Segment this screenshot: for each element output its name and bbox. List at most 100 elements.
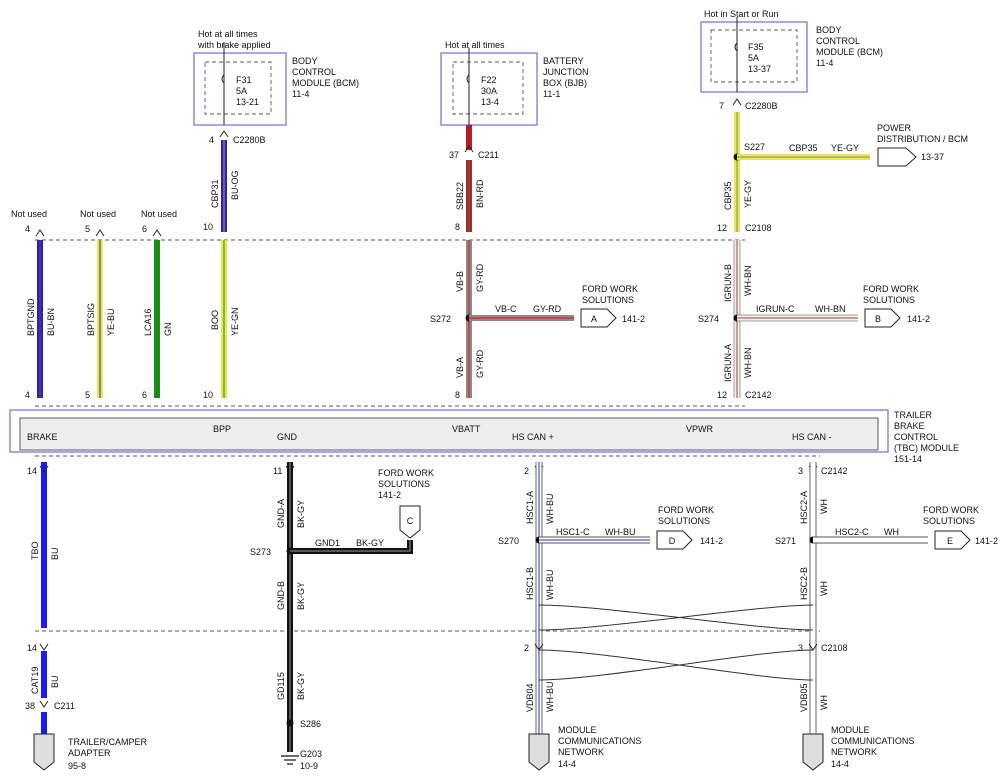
svg-text:SOLUTIONS: SOLUTIONS <box>658 516 710 526</box>
svg-text:5: 5 <box>85 224 90 234</box>
fuse-ref: 13-37 <box>748 64 771 74</box>
color-label: YE-GY <box>743 180 753 208</box>
svg-text:12: 12 <box>717 223 727 233</box>
color-label: BU <box>50 547 60 560</box>
splice-label: S271 <box>775 536 796 546</box>
twisted-pair-icon <box>538 604 814 681</box>
fuse-ref: 13-21 <box>236 97 259 107</box>
not-used-wires: Not used Not used Not used 4 5 6 <box>11 209 177 237</box>
fuse-name: F31 <box>236 75 252 85</box>
svg-text:MODULE: MODULE <box>558 725 597 735</box>
svg-text:2: 2 <box>524 643 529 653</box>
color-label: GY-RD <box>533 304 562 314</box>
circuit-label: TBO <box>30 541 40 560</box>
svg-text:14: 14 <box>27 643 37 653</box>
svg-text:E: E <box>947 536 953 546</box>
circuit-label: HSC1-B <box>525 567 535 600</box>
svg-text:141-2: 141-2 <box>378 490 401 500</box>
svg-text:FORD WORK: FORD WORK <box>378 468 434 478</box>
svg-text:SOLUTIONS: SOLUTIONS <box>923 516 975 526</box>
color-label: WH-BN <box>743 266 753 297</box>
svg-text:11: 11 <box>273 466 282 476</box>
svg-text:C: C <box>407 516 414 526</box>
connector-label: C2108 <box>745 223 772 233</box>
circuit-label: GD115 <box>276 672 286 700</box>
pin-label: BRAKE <box>27 432 58 442</box>
color-label: WH <box>819 695 829 710</box>
svg-text:COMMUNICATIONS: COMMUNICATIONS <box>558 736 641 746</box>
color-label: WH <box>819 581 829 596</box>
circuit-label: HSC1-C <box>556 527 590 537</box>
svg-text:10-9: 10-9 <box>300 761 318 771</box>
svg-text:DISTRIBUTION / BCM: DISTRIBUTION / BCM <box>877 134 968 144</box>
svg-text:FORD WORK: FORD WORK <box>658 505 714 515</box>
circuit-label: HSC2-C <box>835 527 869 537</box>
svg-text:FORD WORK: FORD WORK <box>863 284 919 294</box>
svg-text:14-4: 14-4 <box>558 759 576 769</box>
svg-text:6: 6 <box>142 224 147 234</box>
circuit-label: CBP35 <box>723 181 733 210</box>
pin-label: HS CAN + <box>512 432 554 442</box>
svg-text:3: 3 <box>798 643 803 653</box>
pin-label: VPWR <box>686 424 714 434</box>
color-label: YE-BU <box>106 308 116 336</box>
circuit-label: IGRUN-A <box>723 344 733 382</box>
ground-icon <box>281 755 299 765</box>
color-label: WH-BU <box>545 682 555 713</box>
connector-label: C211 <box>54 701 75 711</box>
module-name: CONTROL <box>894 432 938 442</box>
svg-text:141-2: 141-2 <box>622 314 645 324</box>
color-label: BK-GY <box>296 672 306 700</box>
fuse-ref: 13-4 <box>481 97 499 107</box>
circuit-label: GND-A <box>276 499 286 528</box>
circuit-label: HSC2-A <box>799 491 809 524</box>
circuit-label: HSC2-B <box>799 567 809 600</box>
color-label: BK-GY <box>296 582 306 610</box>
module-name: TRAILER <box>894 410 933 420</box>
pin-label: HS CAN - <box>792 432 832 442</box>
fuse-f22: Hot at all times F22 30A 13-4 BATTERY JU… <box>440 40 589 126</box>
color-label: YE-GY <box>831 143 859 153</box>
color-label: BU-BN <box>46 308 56 336</box>
svg-text:SOLUTIONS: SOLUTIONS <box>863 295 915 305</box>
module-label: CONTROL <box>292 67 336 77</box>
svg-text:37: 37 <box>449 150 459 160</box>
circuit-label: CAT19 <box>30 667 40 694</box>
flag-power-distribution: 13-37 POWER DISTRIBUTION / BCM <box>877 123 968 167</box>
color-label: WH-BU <box>605 527 636 537</box>
svg-text:ADAPTER: ADAPTER <box>68 748 111 758</box>
circuit-label: CBP31 <box>210 179 220 208</box>
module-name: (TBC) MODULE <box>894 443 959 453</box>
svg-text:B: B <box>875 314 881 324</box>
circuit-label: BPTSIG <box>86 303 96 336</box>
color-label: WH <box>819 499 829 514</box>
not-used-label: Not used <box>80 209 116 219</box>
circuit-label: VDB05 <box>799 683 809 712</box>
svg-text:12: 12 <box>717 390 727 400</box>
splice-label: S274 <box>698 314 719 324</box>
svg-text:2: 2 <box>524 466 529 476</box>
flag-b: B 141-2 FORD WORK SOLUTIONS <box>863 284 930 328</box>
connector-label: C2142 <box>821 466 848 476</box>
tbc-module: BRAKE BPP GND VBATT HS CAN + VPWR HS CAN… <box>9 409 959 464</box>
svg-text:TRAILER/CAMPER: TRAILER/CAMPER <box>68 737 148 747</box>
circuit-label: VB-C <box>495 304 517 314</box>
module-label: 11-4 <box>292 89 309 99</box>
circuit-label: GND1 <box>315 538 340 548</box>
color-label: YE-GN <box>230 307 240 336</box>
svg-text:141-2: 141-2 <box>907 314 930 324</box>
svg-text:13-37: 13-37 <box>921 152 944 162</box>
module-name: BRAKE <box>894 421 925 431</box>
color-label: WH-BN <box>815 304 846 314</box>
module-label: BATTERY <box>543 56 584 66</box>
circuit-label: VDB04 <box>525 683 535 712</box>
circuit-label: BPTGND <box>26 298 36 336</box>
hot-label: with brake applied <box>197 40 271 50</box>
circuit-label: IGRUN-C <box>756 304 795 314</box>
module-label: JUNCTION <box>543 67 589 77</box>
splice-label: S270 <box>498 536 519 546</box>
fuse-f35: Hot in Start or Run F35 5A 13-37 BODY CO… <box>700 9 883 93</box>
circuit-label: VB-A <box>455 357 465 378</box>
connector-label: C2142 <box>745 390 772 400</box>
splice-label: S273 <box>250 547 271 557</box>
